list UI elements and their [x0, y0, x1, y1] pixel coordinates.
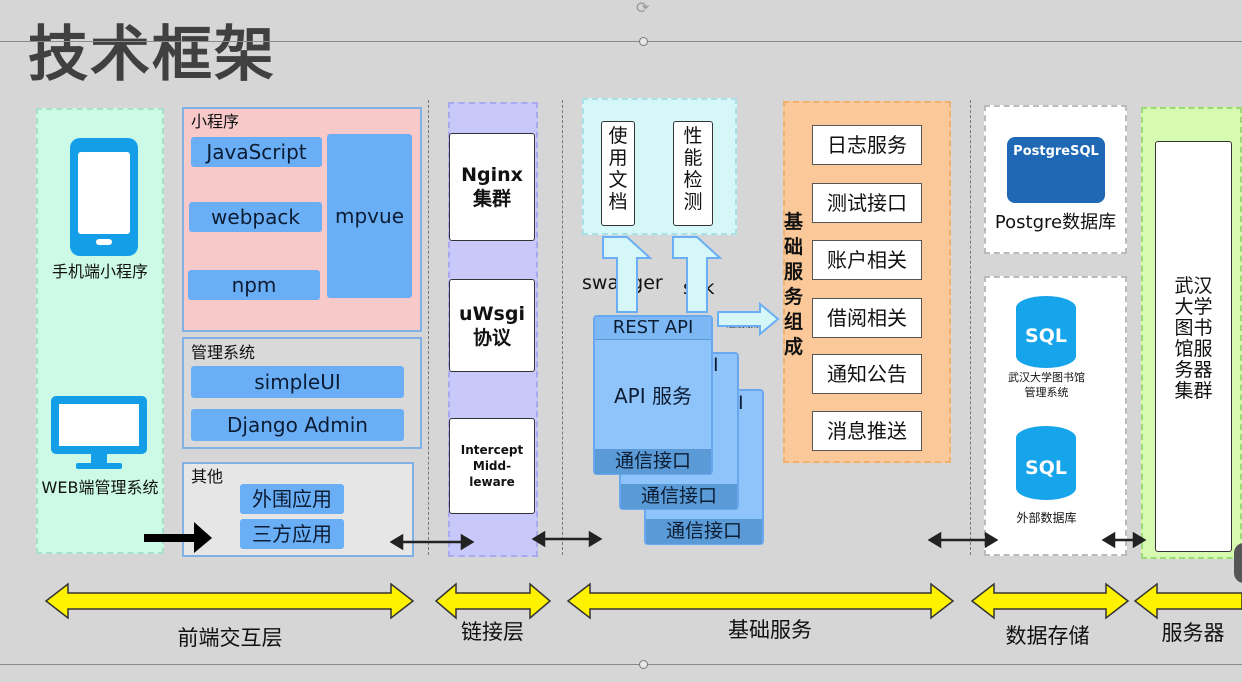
other-heading: 其他	[191, 467, 224, 486]
resize-handle[interactable]	[639, 660, 648, 669]
npm-item: npm	[188, 270, 320, 300]
rest-api-divider	[595, 339, 711, 340]
layer-label-base: 基础服务	[728, 618, 812, 642]
layer-label-link: 链接层	[461, 620, 524, 644]
simpleui-item: simpleUI	[191, 366, 404, 398]
layer-label-frontend: 前端交互层	[177, 626, 283, 650]
intercept-middleware-box: Intercept Midd- leware	[449, 418, 535, 514]
mobile-label: 手机端小程序	[51, 262, 148, 281]
nginx-box: Nginx 集群	[449, 133, 535, 241]
api-service-label: API 服务	[614, 384, 692, 408]
borrow-box: 借阅相关	[812, 298, 922, 338]
mobile-phone-icon	[70, 138, 138, 256]
comm-interface-3: 通信接口	[646, 519, 762, 544]
partial-text-middle: I	[713, 354, 719, 376]
webpack-item: webpack	[189, 202, 322, 232]
frontend-client-panel	[36, 108, 164, 554]
test-interface-box: 测试接口	[812, 183, 922, 223]
postgres-label: Postgre数据库	[994, 212, 1117, 233]
separator-2	[562, 100, 563, 555]
separator-3	[970, 100, 971, 555]
layer-arrows	[44, 582, 1242, 620]
sql-db-icon-1: SQL	[1016, 296, 1076, 368]
notice-box: 通知公告	[812, 354, 922, 394]
rest-api-header: REST API	[595, 317, 711, 339]
admin-heading: 管理系统	[191, 343, 256, 362]
push-box: 消息推送	[812, 411, 922, 451]
layer-label-server: 服务器	[1161, 621, 1225, 645]
peripheral-app-item: 外围应用	[240, 484, 344, 514]
perf-tool-box: 性 能 检 测	[673, 121, 713, 226]
account-box: 账户相关	[812, 240, 922, 280]
components-title: 基础服务组成	[784, 211, 804, 358]
cursor-edge	[1234, 543, 1242, 583]
whu-db-label: 武汉大学图书馆 管理系统	[1008, 371, 1085, 399]
javascript-item: JavaScript	[191, 137, 322, 167]
docs-tool-box: 使 用 文 档	[601, 121, 635, 226]
sql-db-icon-2: SQL	[1016, 426, 1076, 500]
third-party-app-item: 三方应用	[240, 519, 344, 549]
monitor-icon	[51, 396, 147, 471]
mpvue-item: mpvue	[327, 134, 412, 298]
page-title: 技术框架	[28, 20, 276, 90]
web-label: WEB端管理系统	[41, 478, 159, 497]
postgresql-logo: PostgreSQL	[1007, 137, 1105, 203]
bottom-rule	[0, 664, 1242, 665]
comm-interface-1: 通信接口	[595, 449, 711, 474]
separator-1	[428, 100, 429, 555]
log-service-box: 日志服务	[812, 125, 922, 165]
top-rule	[0, 41, 1242, 42]
rotate-icon[interactable]: ⟳	[636, 0, 650, 17]
uwsgi-box: uWsgi 协议	[449, 279, 535, 372]
silk-up-arrow	[672, 236, 723, 313]
layer-label-storage: 数据存储	[1005, 624, 1090, 648]
external-db-label: 外部数据库	[1016, 511, 1077, 525]
server-box: 武汉 大学 图书 馆服 务器 集群	[1155, 141, 1232, 552]
third-party-arrow	[144, 522, 212, 553]
comm-interface-2: 通信接口	[621, 484, 737, 509]
django-admin-item: Django Admin	[191, 409, 404, 441]
partial-text-back: I	[738, 392, 744, 414]
api-card-front	[593, 315, 713, 475]
swagger-up-arrow	[602, 236, 653, 313]
connector-arrows	[389, 530, 1147, 551]
miniprogram-heading: 小程序	[191, 112, 240, 131]
rotate-handle[interactable]	[639, 37, 648, 46]
register-arrow	[717, 301, 780, 337]
